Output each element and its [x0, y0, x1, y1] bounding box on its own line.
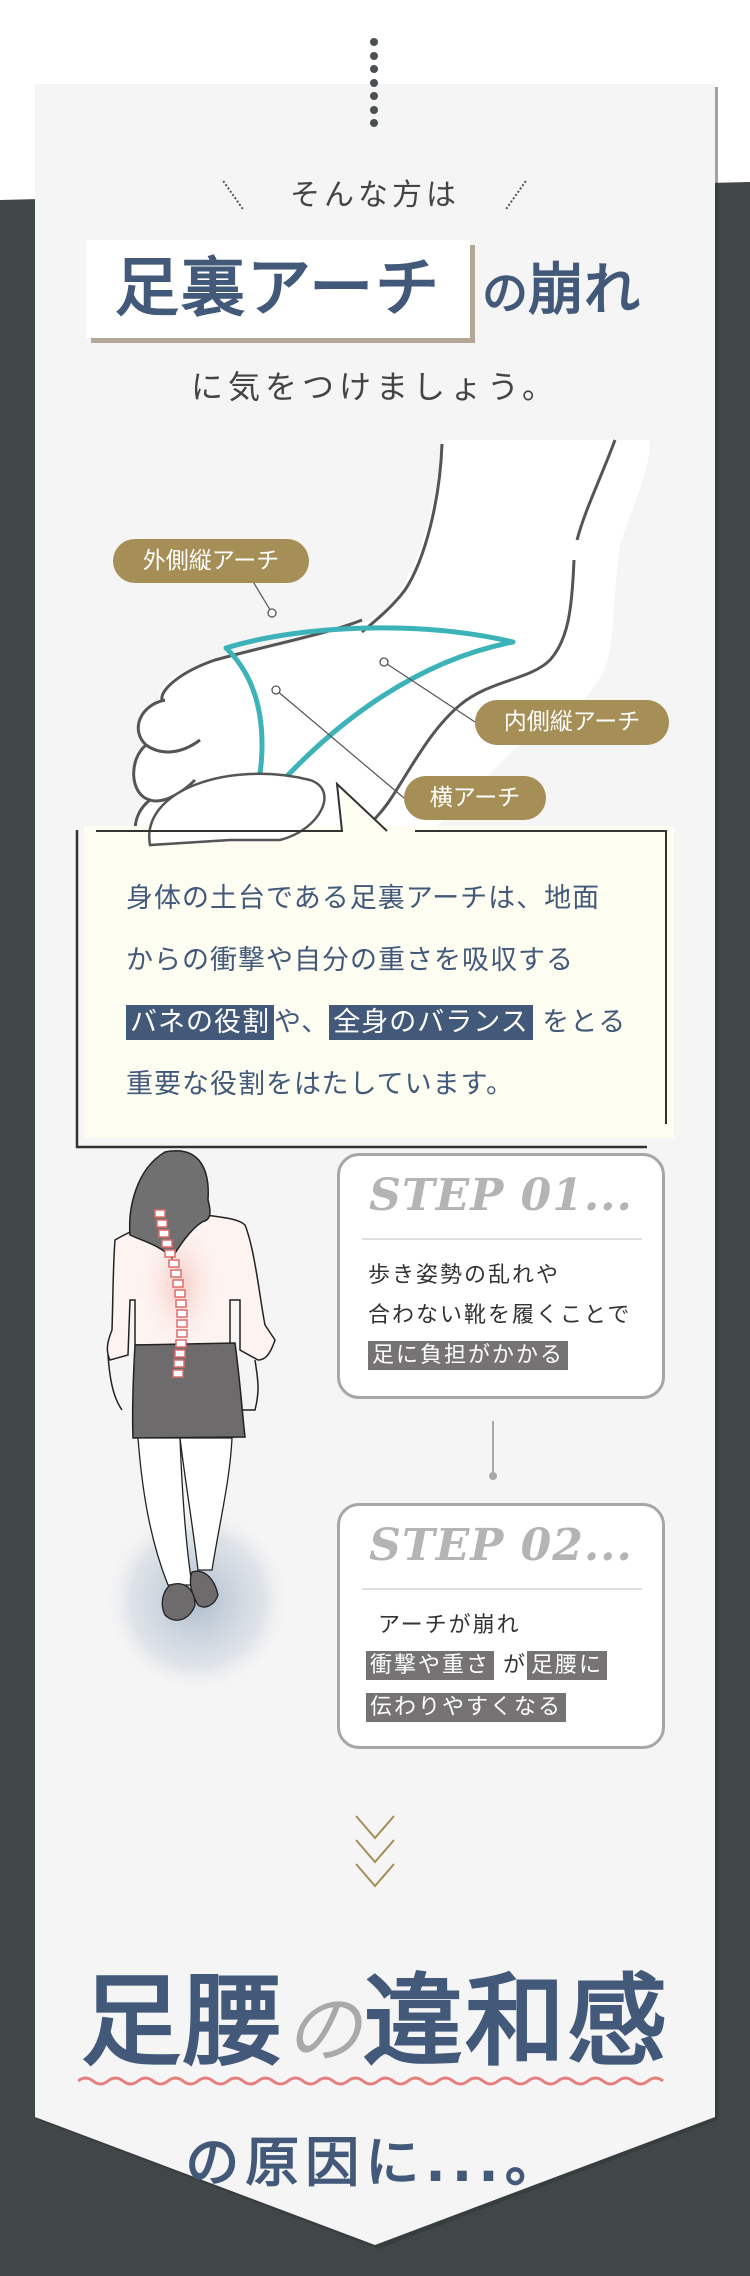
walking-woman-illustration [102, 1150, 292, 1695]
step-02-highlight-transmitted: 伝わりやすくなる [366, 1693, 567, 1722]
headline-box [86, 240, 470, 338]
conclusion-particle: の [285, 1985, 363, 2074]
step-01-divider [362, 1238, 642, 1240]
headline-tail-word: 崩れ [528, 258, 640, 323]
intro-subline: に気をつけましょう。 [190, 368, 560, 406]
step-connector-dot [489, 1472, 497, 1480]
step-02-highlight-impact: 衝撃や重さ [366, 1651, 495, 1680]
explanation-line-3: バネの役割や、全身のバランス をとる [126, 992, 646, 1054]
explanation-line-4: 重要な役割をはたしています。 [126, 1069, 514, 1100]
step-02-title: STEP 02... [369, 1520, 633, 1571]
speech-box [84, 826, 674, 1138]
label-transverse-arch: 横アーチ [404, 776, 546, 820]
highlight-spring-role: バネの役割 [126, 1005, 274, 1040]
triple-chevron-down-icon [355, 1815, 395, 1888]
step-01-title: STEP 01... [369, 1170, 633, 1221]
headline-boxed-text: 足裏アーチ [114, 252, 442, 326]
step-02-divider [362, 1588, 642, 1590]
conclusion-word-2: 違和感 [363, 1962, 669, 2080]
explanation-line-2: からの衝撃や自分の重さを吸収する [126, 945, 574, 976]
headline-tail: の崩れ [482, 246, 640, 336]
conclusion-word-1: 足腰 [81, 1962, 285, 2080]
step-02-highlight-legs-back: 足腰に [527, 1651, 608, 1680]
step-02-card: STEP 02... アーチが崩れ 衝撃や重さ が足腰に 伝わりやすくなる [337, 1503, 665, 1749]
wavy-underline [78, 2076, 664, 2086]
conclusion-headline: 足腰の違和感 [0, 1940, 750, 2085]
step-connector-line [492, 1421, 494, 1475]
explanation-line-1: 身体の土台である足裏アーチは、地面 [126, 883, 601, 914]
speech-box-outline [75, 772, 667, 1149]
explanation-text: 身体の土台である足裏アーチは、地面 からの衝撃や自分の重さを吸収する バネの役割… [126, 868, 646, 1116]
step-01-highlight: 足に負担がかかる [368, 1341, 569, 1370]
headline-tail-particle: の [482, 266, 528, 320]
label-outer-longitudinal-arch: 外側縦アーチ [113, 539, 309, 583]
step-01-line-1: 歩き姿勢の乱れや [368, 1263, 561, 1288]
vertical-dots-decoration [370, 38, 380, 133]
step-02-line-1: アーチが崩れ [378, 1613, 521, 1638]
intro-lead: そんな方は [290, 178, 460, 213]
label-inner-longitudinal-arch: 内側縦アーチ [475, 700, 669, 745]
conclusion-cause: の原因に...。 [185, 2131, 565, 2194]
highlight-body-balance: 全身のバランス [329, 1005, 533, 1040]
step-01-card: STEP 01... 歩き姿勢の乱れや 合わない靴を履くことで 足に負担がかかる [337, 1153, 665, 1399]
step-01-line-2: 合わない靴を履くことで [368, 1303, 632, 1328]
